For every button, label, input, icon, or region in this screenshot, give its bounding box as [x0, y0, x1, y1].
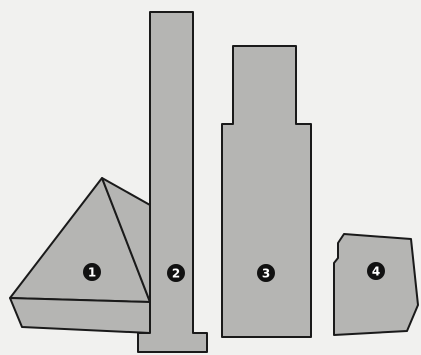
piece-4-label: 4 [372, 265, 380, 279]
piece-4-badge: 4 [367, 262, 385, 280]
piece-1-base [10, 298, 150, 333]
piece-1-pyramid: 1 [10, 178, 150, 333]
piece-3-shape [222, 46, 311, 337]
piece-4-shape [334, 234, 418, 335]
piece-1-label: 1 [88, 266, 96, 280]
piece-3-label: 3 [262, 267, 270, 281]
piece-2-badge: 2 [167, 264, 185, 282]
piece-3-block: 3 [222, 46, 311, 337]
piece-1-badge: 1 [83, 263, 101, 281]
piece-4-slab: 4 [334, 234, 418, 335]
piece-2-label: 2 [172, 267, 180, 281]
piece-3-badge: 3 [257, 264, 275, 282]
